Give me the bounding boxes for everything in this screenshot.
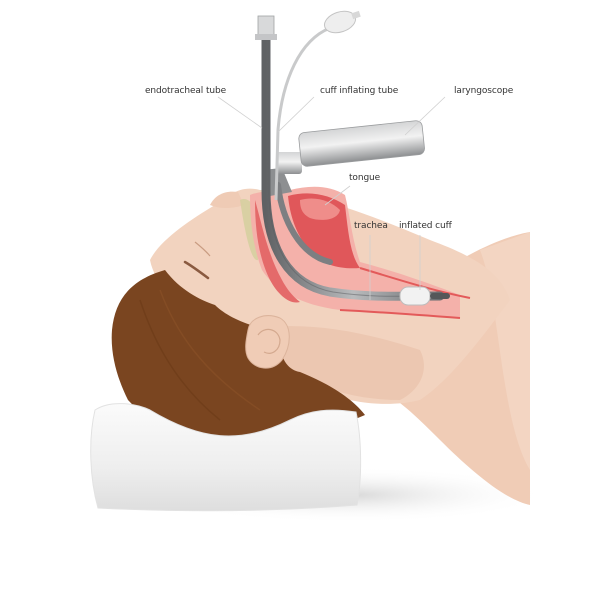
tongue [300, 198, 340, 220]
ear [245, 315, 290, 369]
pillow [90, 403, 362, 512]
hair [111, 270, 366, 440]
laryngoscope [262, 120, 425, 196]
label-trachea: trachea [354, 221, 388, 231]
label-tongue: tongue [349, 173, 381, 183]
label-endotracheal-tube: endotracheal tube [145, 86, 227, 96]
label-cuff-inflating-tube: cuff inflating tube [320, 86, 399, 96]
inflated-cuff [399, 286, 450, 306]
label-inflated-cuff: inflated cuff [399, 221, 452, 231]
closed-eye [183, 260, 210, 280]
nose [210, 191, 244, 209]
leader-lines [217, 96, 446, 300]
label-laryngoscope: laryngoscope [454, 86, 514, 96]
cuff-inflating-tube [274, 10, 361, 201]
